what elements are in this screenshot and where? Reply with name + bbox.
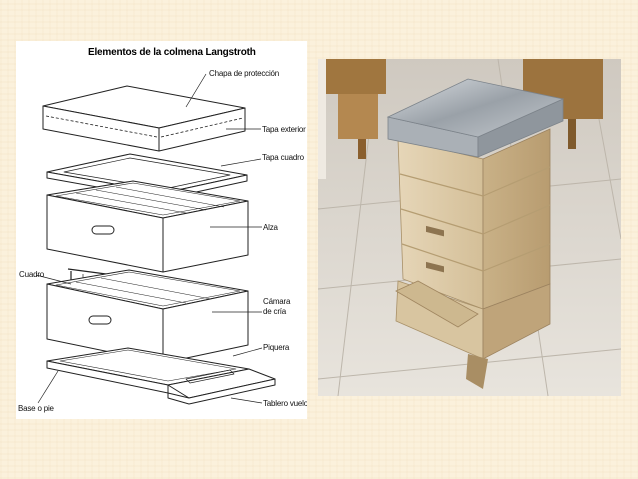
hive-diagram: Elementos de la colmena Langstroth Chapa… — [16, 41, 307, 419]
beehive-photo — [318, 59, 621, 396]
label-tapa-cuadro: Tapa cuadro — [262, 153, 304, 162]
steel-roof — [386, 78, 565, 158]
label-chapa: Chapa de protección — [209, 69, 280, 78]
camara-de-cria-part — [46, 269, 249, 364]
tapa-exterior-part — [42, 85, 246, 152]
label-cuadro: Cuadro — [19, 270, 45, 279]
beehive-photo-drawing — [318, 59, 621, 396]
label-camara-line2: de cría — [263, 307, 287, 316]
diagram-title: Elementos de la colmena Langstroth — [88, 47, 256, 58]
label-tapa-exterior: Tapa exterior — [262, 125, 306, 134]
hive-base — [395, 280, 551, 389]
hive-diagram-drawing — [35, 73, 276, 405]
label-alza: Alza — [263, 223, 278, 232]
label-camara-line1: Cámara — [263, 297, 291, 306]
hive-body — [397, 128, 551, 310]
label-tablero: Tablero vuelo — [263, 399, 307, 408]
label-piquera: Piquera — [263, 343, 290, 352]
alza-part — [46, 180, 249, 273]
label-base: Base o pie — [18, 404, 54, 413]
base-part — [46, 347, 276, 405]
